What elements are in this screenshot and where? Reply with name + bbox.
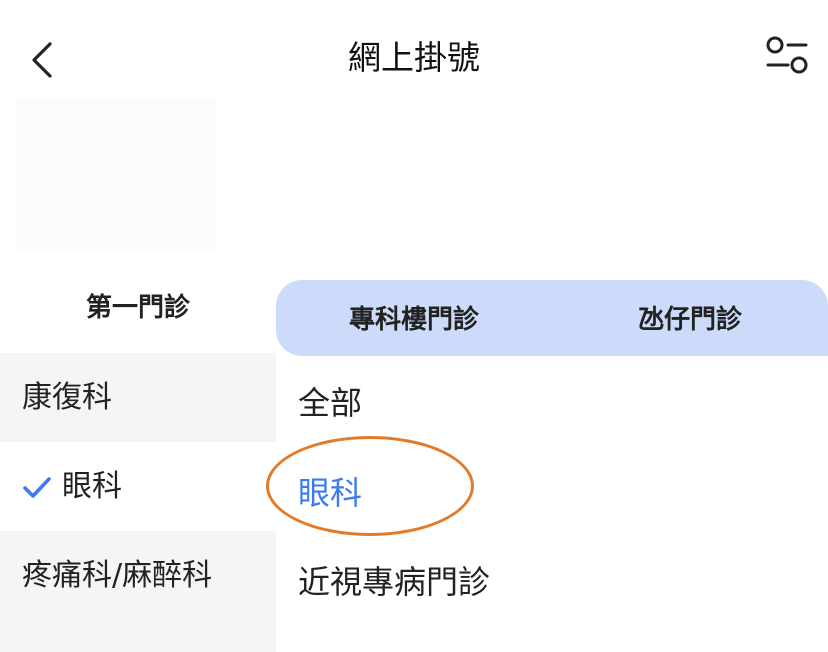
back-button[interactable] [22, 38, 66, 82]
department-label: 康復科 [22, 380, 112, 415]
checkmark-icon [22, 473, 58, 503]
highlight-ring [266, 436, 474, 536]
banner-placeholder [16, 98, 216, 250]
department-label: 疼痛科/麻醉科 [22, 558, 213, 593]
chevron-left-icon [32, 42, 52, 78]
department-list-filler [0, 620, 276, 652]
clinic-department-list: 第一門診 康復科 眼科 疼痛科/麻醉科 [0, 270, 276, 652]
tab-taipa-clinic[interactable]: 氹仔門診 [637, 305, 742, 335]
department-item-pain[interactable]: 疼痛科/麻醉科 [0, 531, 276, 620]
department-item-rehab[interactable]: 康復科 [0, 353, 276, 442]
clinic-tab-first[interactable]: 第一門診 [85, 293, 190, 323]
page-title: 網上掛號 [348, 38, 480, 77]
department-item-ophthalmology[interactable]: 眼科 [0, 442, 276, 531]
filter-settings-icon [766, 36, 808, 74]
header-bar: 網上掛號 [0, 0, 828, 118]
filter-button[interactable] [762, 34, 812, 78]
sub-department-myopia[interactable]: 近視專病門診 [298, 563, 491, 601]
department-label: 眼科 [62, 469, 122, 504]
tab-specialty-building[interactable]: 專科樓門診 [348, 305, 479, 335]
sub-department-all[interactable]: 全部 [298, 384, 363, 422]
clinic-tab-bar: 專科樓門診 氹仔門診 [276, 280, 828, 356]
